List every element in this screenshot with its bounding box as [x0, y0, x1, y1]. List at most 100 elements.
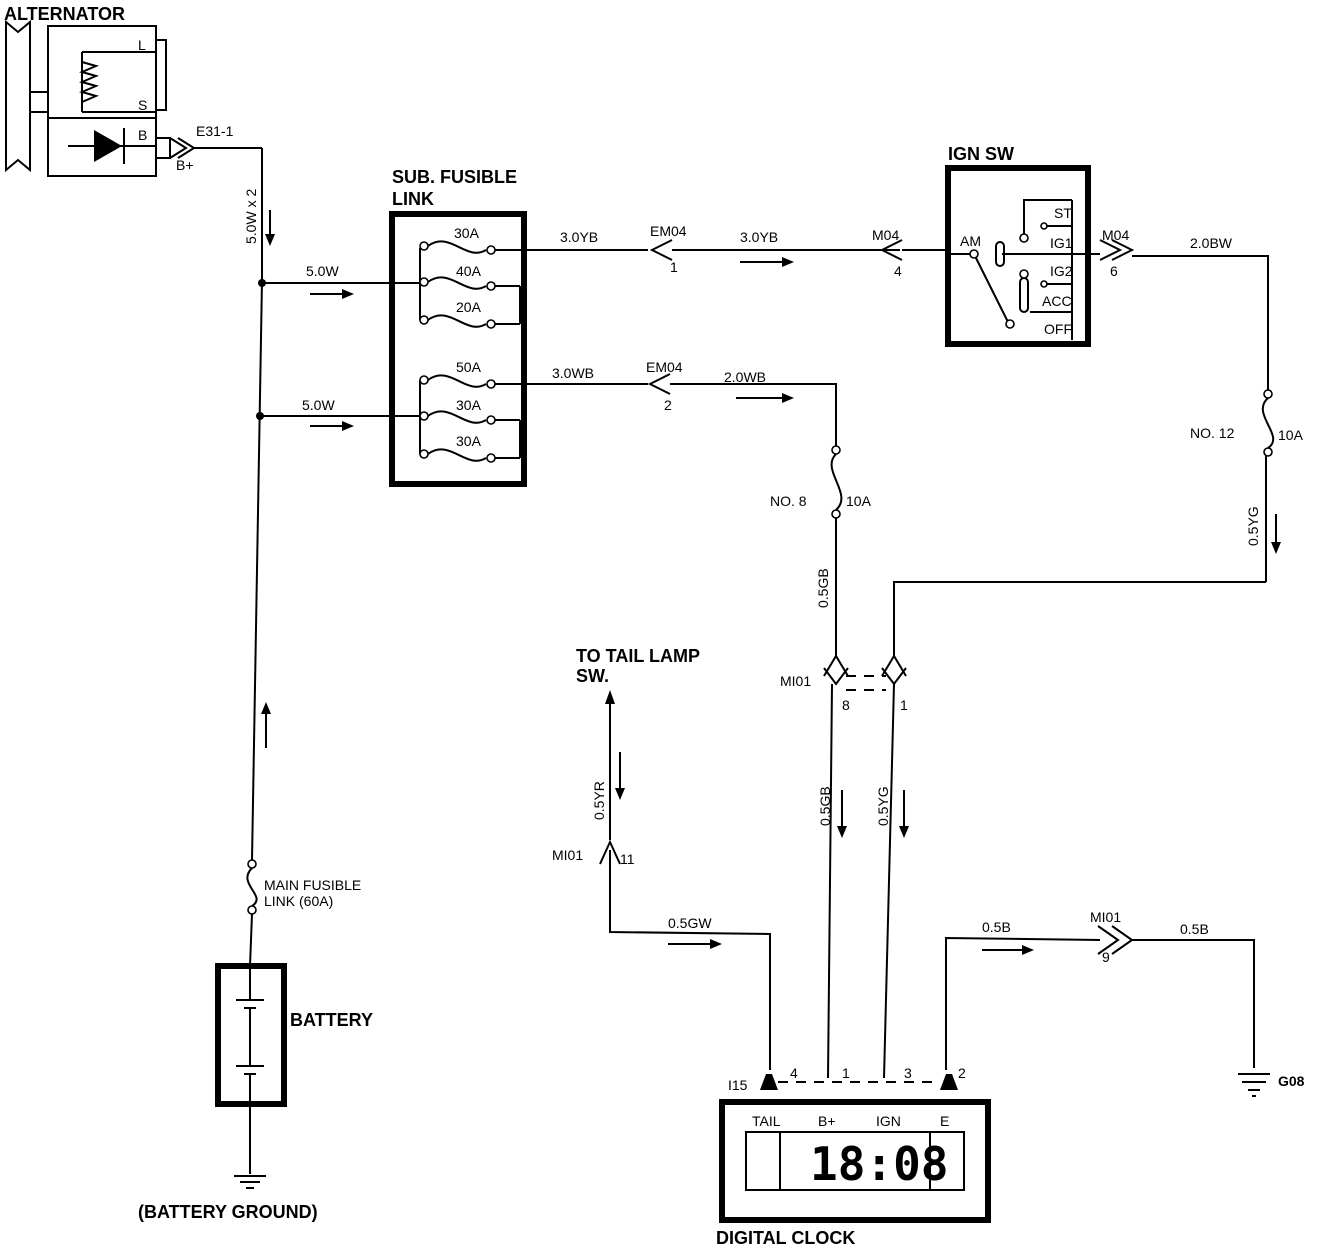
wire-label-0-5b-right: 0.5B [1180, 921, 1209, 937]
alternator-pin-b: B [138, 127, 147, 143]
wire-label-2-0bw: 2.0BW [1190, 235, 1233, 251]
connector-em04-1 [649, 239, 673, 261]
sub-fusible-link-title: SUB. FUSIBLE [392, 167, 517, 187]
svg-text:30A: 30A [456, 397, 482, 413]
fuse-30a-1: 30A [419, 225, 524, 255]
clock-readout: 18:08 [810, 1137, 948, 1191]
wire-label-5-0w-upper: 5.0W [306, 263, 339, 279]
alternator-coil [79, 61, 99, 103]
wire-main-bus [251, 279, 263, 861]
fuse-50a: 50A [419, 359, 524, 389]
ign-am-label: AM [960, 233, 981, 249]
svg-text:1: 1 [900, 697, 908, 713]
connector-i15: I15 [728, 1077, 748, 1093]
digital-clock-box [719, 1099, 991, 1223]
ground-g08: G08 [1238, 1073, 1305, 1097]
connector-m04-4 [879, 239, 903, 261]
tail-lamp-sw-label: TO TAIL LAMP SW. [576, 646, 700, 686]
svg-text:MI01: MI01 [780, 673, 811, 689]
fuse-no12-label: NO. 12 [1190, 425, 1235, 441]
battery: BATTERY [215, 963, 373, 1107]
ign-ig1-label: IG1 [1050, 235, 1073, 251]
alternator-body [47, 25, 157, 177]
fuse-no12: NO. 12 10A [1190, 389, 1304, 457]
wire-label-3-0yb-left: 3.0YB [560, 229, 598, 245]
wire-label-2-0wb: 2.0WB [724, 369, 766, 385]
svg-text:TO TAIL LAMP: TO TAIL LAMP [576, 646, 700, 666]
svg-text:40A: 40A [456, 263, 482, 279]
sub-fusible-link-box [389, 211, 527, 487]
svg-text:M04: M04 [872, 227, 899, 243]
alternator-bplus-label: B+ [176, 157, 194, 173]
ign-st-label: ST [1054, 205, 1072, 221]
svg-text:2: 2 [958, 1065, 966, 1081]
sub-fusible-link: SUB. FUSIBLE LINK 30A 40A 20A 50A [389, 167, 527, 487]
ign-ig2-label: IG2 [1050, 263, 1073, 279]
connector-mi01-a: MI01 8 1 [780, 654, 908, 713]
main-fusible-link: MAIN FUSIBLE LINK (60A) [246, 859, 361, 915]
ign-off-label: OFF [1044, 321, 1072, 337]
svg-text:MI01: MI01 [552, 847, 583, 863]
svg-text:IGN: IGN [876, 1113, 901, 1129]
wire-label-0-5yg-upper: 0.5YG [1245, 506, 1261, 546]
svg-text:9: 9 [1102, 949, 1110, 965]
connector-m04-6 [1099, 239, 1123, 261]
fuse-no8: NO. 8 10A [770, 445, 872, 519]
ign-sw-box [945, 165, 1091, 347]
svg-text:1: 1 [670, 259, 678, 275]
fuse-no8-rating: 10A [846, 493, 872, 509]
connector-e31-1: E31-1 [196, 123, 234, 139]
svg-text:1: 1 [842, 1065, 850, 1081]
svg-text:4: 4 [790, 1065, 798, 1081]
svg-text:M04: M04 [1102, 227, 1129, 243]
alternator-pulley [5, 19, 31, 173]
battery-title: BATTERY [290, 1010, 373, 1030]
svg-text:6: 6 [1110, 263, 1118, 279]
wire-label-5-0w-lower: 5.0W [302, 397, 335, 413]
fuse-20a: 20A [419, 299, 520, 329]
alternator-pin-s: S [138, 97, 147, 113]
svg-text:EM04: EM04 [646, 359, 683, 375]
diode-symbol [94, 130, 122, 162]
svg-text:50A: 50A [456, 359, 482, 375]
svg-text:11: 11 [620, 851, 635, 867]
wire-label-3-0wb: 3.0WB [552, 365, 594, 381]
svg-text:30A: 30A [456, 433, 482, 449]
digital-clock-title: DIGITAL CLOCK [716, 1228, 855, 1248]
svg-text:MI01: MI01 [1090, 909, 1121, 925]
wire-label-0-5yr: 0.5YR [591, 781, 607, 820]
battery-ground: (BATTERY GROUND) [138, 1175, 318, 1222]
wire-label-5-0w-x2: 5.0W x 2 [243, 189, 259, 244]
svg-text:E: E [940, 1113, 949, 1129]
fuse-30a-2: 30A [419, 397, 520, 425]
svg-text:SW.: SW. [576, 666, 609, 686]
svg-text:20A: 20A [456, 299, 482, 315]
wire-label-0-5gb-upper: 0.5GB [815, 568, 831, 608]
battery-ground-label: (BATTERY GROUND) [138, 1202, 318, 1222]
svg-text:B+: B+ [818, 1113, 836, 1129]
svg-text:30A: 30A [454, 225, 480, 241]
ign-sw-title: IGN SW [948, 144, 1014, 164]
fuse-no12-rating: 10A [1278, 427, 1304, 443]
wire-label-0-5gw: 0.5GW [668, 915, 712, 931]
wire-label-0-5yg-lower: 0.5YG [875, 786, 891, 826]
ground-g08-label: G08 [1278, 1073, 1305, 1089]
sub-fusible-link-title-2: LINK [392, 189, 434, 209]
svg-text:EM04: EM04 [650, 223, 687, 239]
connector-mi01-11 [599, 839, 621, 865]
ign-switch: IGN SW AM ST IG1 IG2 ACC OFF [945, 144, 1091, 347]
alternator: ALTERNATOR L S B B+ E31-1 [4, 4, 262, 177]
wire-label-3-0yb-right: 3.0YB [740, 229, 778, 245]
ign-acc-label: ACC [1042, 293, 1072, 309]
ign-switch-contact [975, 257, 1009, 323]
svg-text:2: 2 [664, 397, 672, 413]
svg-text:3: 3 [904, 1065, 912, 1081]
svg-text:MAIN FUSIBLE: MAIN FUSIBLE [264, 877, 361, 893]
svg-text:LINK (60A): LINK (60A) [264, 893, 333, 909]
svg-text:8: 8 [842, 697, 850, 713]
connector-mi01-9 [1097, 925, 1120, 955]
fuse-no8-label: NO. 8 [770, 493, 807, 509]
connector-em04-2 [647, 373, 671, 395]
wire-label-0-5gb-lower: 0.5GB [817, 786, 833, 826]
